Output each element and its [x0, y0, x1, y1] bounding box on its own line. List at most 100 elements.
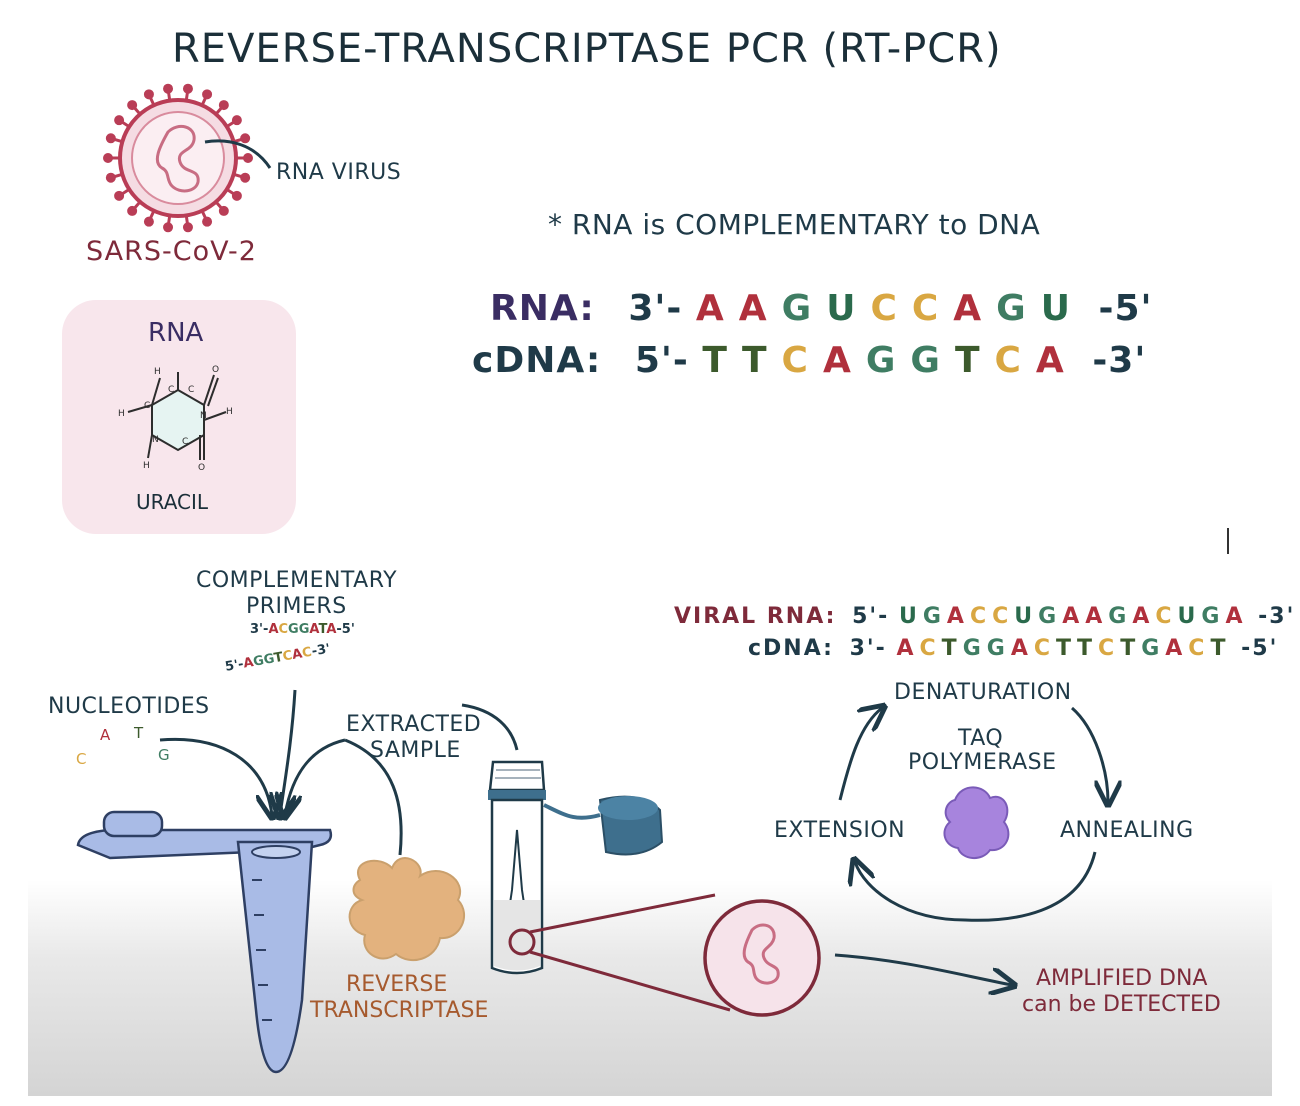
- svg-text:C: C: [144, 401, 150, 411]
- base-letter: U: [1014, 604, 1035, 629]
- primer-one-text: 3'-ACGGATA-5': [250, 622, 355, 637]
- virus-spike-tip: [127, 100, 138, 111]
- base-letter: A: [695, 288, 725, 329]
- viral-cdna-prefix: 3'-: [849, 636, 887, 661]
- virus-spike-tip: [143, 89, 154, 100]
- page-title: REVERSE-TRANSCRIPTASE PCR (RT-PCR): [172, 26, 1002, 72]
- enzyme-label-line2: TRANSCRIPTASE: [310, 998, 489, 1023]
- nucleotides-label: NUCLEOTIDES: [48, 694, 210, 719]
- svg-text:C: C: [168, 385, 174, 395]
- pcr-tube-icon: [76, 810, 333, 1074]
- primer-one: 3'-ACGGATA-5': [250, 622, 355, 637]
- cycle-arrow-annealing-to-extension: [855, 851, 1097, 922]
- uracil-molecule-icon: [127, 372, 227, 460]
- cycle-arrow-extension-to-denaturation: [838, 708, 882, 801]
- base-letter: A: [1085, 604, 1105, 629]
- cdna-label: cDNA:: [472, 340, 602, 381]
- base-letter: G: [922, 604, 943, 629]
- virus-spike-tip: [103, 153, 113, 163]
- svg-text:C: C: [182, 437, 188, 447]
- nucleotide-a: A: [100, 726, 111, 744]
- svg-text:O: O: [212, 365, 219, 375]
- base-letter: G: [1201, 604, 1222, 629]
- base-letter: A: [1132, 604, 1152, 629]
- svg-text:N: N: [152, 435, 159, 445]
- taq-polymerase-icon: [943, 786, 1010, 859]
- virus-spike-tip: [202, 216, 213, 227]
- virus-pointer-line: [204, 139, 272, 169]
- base-letter: G: [986, 636, 1007, 661]
- base-letter: A: [953, 288, 983, 329]
- base-letter: U: [1177, 604, 1198, 629]
- base-letter: A: [896, 636, 916, 661]
- virus-spike-tip: [105, 133, 116, 144]
- base-letter: G: [1141, 636, 1162, 661]
- base-letter: C: [919, 636, 938, 661]
- vial-link-arrow: [461, 703, 519, 751]
- base-letter: C: [969, 604, 989, 629]
- rna-prefix: 3'-: [628, 288, 683, 329]
- base-letter: G: [910, 340, 941, 381]
- nucleotide-g: G: [158, 746, 170, 764]
- base-letter: A: [268, 622, 279, 637]
- sample-label-line1: EXTRACTED: [346, 712, 482, 737]
- nucleotide-t: T: [134, 724, 144, 742]
- svg-text:H: H: [154, 367, 161, 377]
- virus-spike-tip: [127, 205, 138, 216]
- extension-label: EXTENSION: [774, 818, 906, 843]
- virus-spike-tip: [240, 133, 251, 144]
- reverse-transcriptase-icon: [348, 857, 465, 962]
- taq-label-line1: TAQ: [958, 726, 1004, 751]
- base-letter: G: [962, 636, 983, 661]
- nucleotide-c: C: [76, 750, 87, 768]
- base-letter: 5: [341, 622, 351, 637]
- base-letter: -: [263, 622, 269, 637]
- rna-suffix: -5': [1098, 288, 1153, 329]
- svg-text:N: N: [200, 411, 207, 421]
- uracil-atom-labels: H C C O N H H C N C H O: [118, 365, 233, 473]
- virus-spike-tip: [231, 190, 242, 201]
- base-letter: A: [1062, 604, 1082, 629]
- sars-cov-2-label: SARS-CoV-2: [86, 236, 257, 267]
- uracil-name: URACIL: [136, 490, 209, 514]
- base-letter: C: [870, 288, 898, 329]
- virus-spike-tip: [243, 153, 253, 163]
- base-letter: G: [996, 288, 1027, 329]
- base-letter: -: [336, 622, 342, 637]
- base-letter: A: [326, 622, 337, 637]
- sample-label-line2: SAMPLE: [370, 738, 461, 763]
- base-letter: C: [1155, 604, 1174, 629]
- base-letter: C: [781, 340, 809, 381]
- base-letter: C: [994, 340, 1022, 381]
- result-line1: AMPLIFIED DNA: [1036, 966, 1208, 991]
- nucleotides-arrow: [159, 737, 272, 815]
- rna-label: RNA:: [490, 288, 595, 329]
- base-letter: A: [1035, 340, 1065, 381]
- viral-cdna-label: cDNA:: [748, 636, 834, 661]
- base-letter: A: [946, 604, 966, 629]
- base-letter: T: [1056, 636, 1074, 661]
- base-letter: C: [278, 622, 289, 637]
- base-letter: G: [1108, 604, 1129, 629]
- base-letter: T: [741, 340, 768, 381]
- primers-arrow: [280, 689, 297, 815]
- virus-spike-tip: [114, 115, 125, 126]
- virus-spike-tip: [163, 222, 174, 233]
- svg-text:H: H: [143, 461, 150, 471]
- denaturation-label: DENATURATION: [894, 680, 1072, 705]
- viral-rna-suffix: -3': [1258, 604, 1296, 629]
- base-letter: G: [288, 622, 299, 637]
- rna-virus-label: RNA VIRUS: [276, 160, 402, 185]
- base-letter: ': [259, 622, 264, 637]
- virus-spike-tip: [231, 115, 242, 126]
- uracil-heading: RNA: [148, 318, 204, 348]
- virus-spike-tip: [218, 100, 229, 111]
- base-letter: T: [1077, 636, 1095, 661]
- base-letter: C: [992, 604, 1011, 629]
